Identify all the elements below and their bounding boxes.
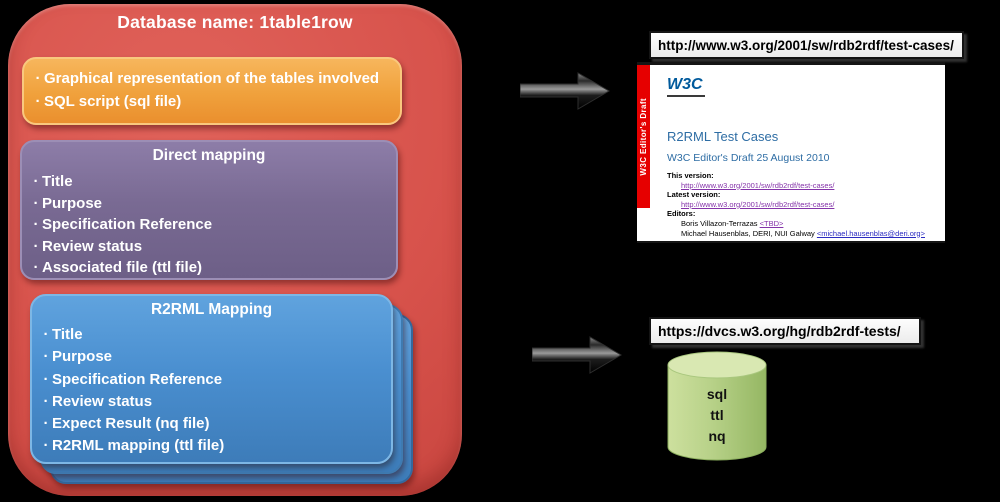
direct-mapping-card: Direct mapping · Title · Purpose · Speci… <box>20 140 398 280</box>
list-item: · Title <box>30 171 390 193</box>
list-item: · Associated file (ttl file) <box>30 257 390 279</box>
list-item: · Graphical representation of the tables… <box>32 67 394 90</box>
database-panel-title: Database name: 1table1row <box>117 12 353 32</box>
test-cases-url[interactable]: http://www.w3.org/2001/sw/rdb2rdf/test-c… <box>649 31 964 59</box>
r2rml-mapping-title: R2RML Mapping <box>150 301 273 318</box>
url-text: https://dvcs.w3.org/hg/rdb2rdf-tests/ <box>658 323 901 339</box>
this-version-label: This version: <box>667 171 714 180</box>
bullet-icon: · <box>33 237 39 255</box>
page-title: R2RML Test Cases <box>667 129 779 144</box>
right-arrow-icon <box>532 336 622 374</box>
right-arrow-icon <box>520 72 610 110</box>
bullet-icon: · <box>35 93 41 110</box>
editors-label: Editors: <box>667 209 696 219</box>
r2rml-item: Specification Reference <box>52 370 223 388</box>
r2rml-item: Review status <box>52 392 153 410</box>
url-text: http://www.w3.org/2001/sw/rdb2rdf/test-c… <box>658 37 954 53</box>
bullet-icon: · <box>33 216 39 233</box>
file-type-label: nq <box>708 428 726 444</box>
direct-mapping-item: Purpose <box>42 194 103 212</box>
list-item: · Title <box>40 324 385 346</box>
direct-mapping-item: Title <box>42 173 73 190</box>
latest-version-label: Latest version: <box>667 190 721 200</box>
page-metadata: This version: http://www.w3.org/2001/sw/… <box>667 171 935 238</box>
list-item: · Purpose <box>40 346 385 368</box>
list-item: · Purpose <box>30 193 390 215</box>
bullet-icon: · <box>43 326 49 343</box>
file-type-label: ttl <box>710 407 724 423</box>
direct-mapping-item: Associated file (ttl file) <box>42 259 203 276</box>
direct-mapping-item: Review status <box>42 237 143 255</box>
editor-name: Michael Hausenblas, DERI, NUI Galway <box>681 228 817 238</box>
bullet-icon: · <box>43 370 49 388</box>
bullet-icon: · <box>33 259 39 276</box>
bullet-icon: · <box>43 348 49 366</box>
latest-version-link[interactable]: http://www.w3.org/2001/sw/rdb2rdf/test-c… <box>681 199 835 209</box>
r2rml-item: Expect Result (nq file) <box>52 415 210 433</box>
page-subtitle: W3C Editor's Draft 25 August 2010 <box>667 152 830 164</box>
list-item: · Expect Result (nq file) <box>40 413 385 435</box>
w3c-page-screenshot: W3C Editor's Draft W3C R2RML Test Cases … <box>637 62 945 241</box>
w3c-editors-draft-banner: W3C Editor's Draft <box>637 65 650 208</box>
list-item: · Review status <box>40 391 385 413</box>
repo-url[interactable]: https://dvcs.w3.org/hg/rdb2rdf-tests/ <box>649 317 921 345</box>
list-item: · Specification Reference <box>30 214 390 236</box>
direct-mapping-title: Direct mapping <box>152 147 266 164</box>
editor-name: Boris Villazon-Terrazas <box>681 218 760 228</box>
list-item: · Review status <box>30 236 390 258</box>
this-version-link[interactable]: http://www.w3.org/2001/sw/rdb2rdf/test-c… <box>681 180 835 190</box>
bullet-icon: · <box>43 415 49 433</box>
list-item: · R2RML mapping (ttl file) <box>40 435 385 457</box>
bullet-icon: · <box>35 70 41 87</box>
database-cylinder-icon <box>667 351 767 461</box>
w3c-logo: W3C <box>667 76 705 97</box>
direct-mapping-item: Specification Reference <box>42 216 213 233</box>
bullet-icon: · <box>43 392 49 410</box>
bullet-icon: · <box>43 437 49 455</box>
r2rml-item: Purpose <box>52 348 113 366</box>
list-item: · SQL script (sql file) <box>32 90 394 113</box>
file-type-label: sql <box>706 386 728 402</box>
r2rml-item: Title <box>52 326 83 343</box>
sql-card-item: SQL script (sql file) <box>44 93 182 110</box>
list-item: · Specification Reference <box>40 369 385 391</box>
banner-label: W3C Editor's Draft <box>639 97 648 176</box>
bullet-icon: · <box>33 173 39 190</box>
r2rml-mapping-card: R2RML Mapping · Title · Purpose · Specif… <box>30 294 393 464</box>
editor-tbd-link[interactable]: <TBD> <box>759 218 784 228</box>
editor-email-link[interactable]: <michael.hausenblas@deri.org> <box>816 228 925 238</box>
r2rml-item: R2RML mapping (ttl file) <box>52 437 225 455</box>
bullet-icon: · <box>33 194 39 212</box>
sql-card-item: Graphical representation of the tables i… <box>44 70 380 87</box>
sql-card: · Graphical representation of the tables… <box>22 57 402 125</box>
cylinder-file-types: sql ttl nq <box>660 384 774 447</box>
